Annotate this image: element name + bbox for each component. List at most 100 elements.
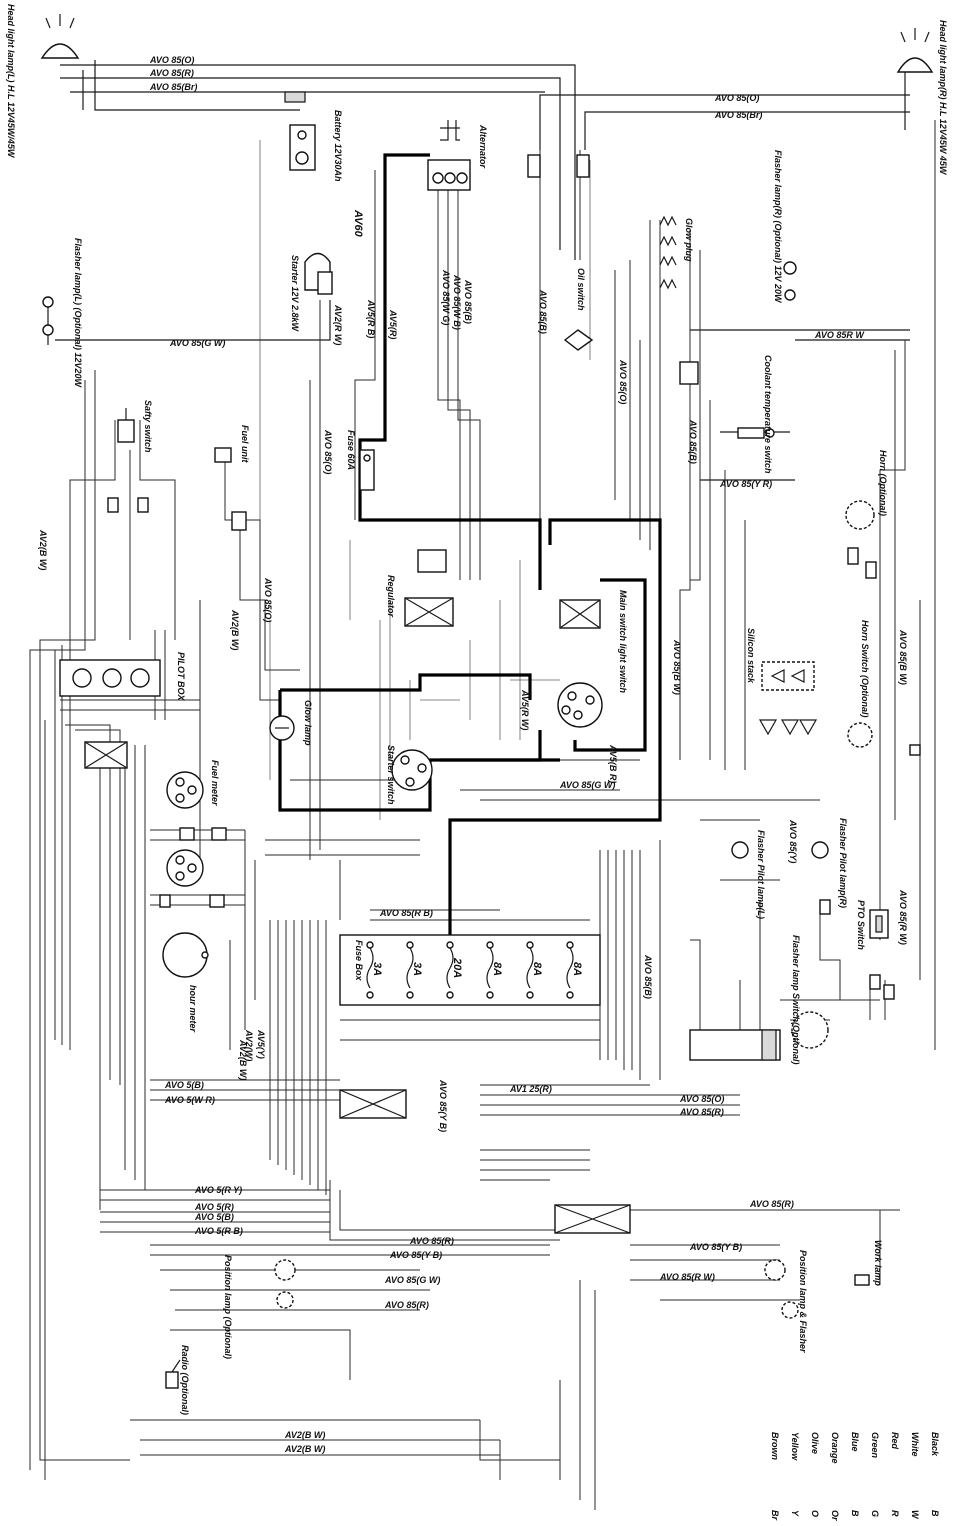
main-switch-icon <box>559 599 601 629</box>
wire-label: AVO 85(Br) <box>149 82 197 92</box>
flasher-pilot-right-label: Flasher Pilot lamp(R) <box>838 818 848 908</box>
wire-label: AVO 85(Y R) <box>719 479 772 489</box>
position-lamp-left-icon <box>274 1259 296 1309</box>
wire-label: AVO 85(R) <box>149 68 194 78</box>
position-lamp-right-icon <box>764 1259 799 1319</box>
wire-labels-horizontal: AVO 85(O) AVO 85(R) AVO 85(Br) AVO 85(O)… <box>149 55 865 1454</box>
battery-icon <box>284 91 316 171</box>
wire-label: AVO 85(R B) <box>379 908 433 918</box>
silicon-stack-label: Silicon stack <box>746 628 756 684</box>
starter-switch-icon <box>391 749 433 791</box>
headlamp-right-label: Head light lamp(R) H.L 12V45W 45W <box>938 20 948 176</box>
glow-lamp-icon <box>269 715 295 741</box>
component-labels: Head light lamp(L) H.L 12V45W/45W Head l… <box>6 4 948 1415</box>
wire-label: AVO 85(G W) <box>384 1275 440 1285</box>
battery-label: Battery 12V30Ah <box>333 110 343 182</box>
pilot-box-icon <box>59 659 161 769</box>
starter-switch-label: Starter switch <box>386 745 396 805</box>
wire-label: AV2(W) <box>244 1029 254 1061</box>
wire-label: AVO 85(G W) <box>169 338 225 348</box>
legend-color-code: B <box>930 1510 940 1517</box>
wire-label: AVO 85(B) <box>538 289 548 334</box>
alternator-icon <box>427 120 471 191</box>
legend-color-code: G <box>870 1510 880 1517</box>
glow-plug-label: Glow plug <box>684 218 694 262</box>
wire-label: AV1 25(R) <box>509 1084 552 1094</box>
flasher-lamp-switch-icon <box>689 1011 829 1061</box>
radio-label: Radio (Optional) <box>180 1345 190 1415</box>
headlamp-left-label: Head light lamp(L) H.L 12V45W/45W <box>6 4 16 159</box>
legend-color-name: Brown <box>770 1432 780 1461</box>
fuse-rating: 8A <box>531 962 543 976</box>
main-switch-label: Main switch light switch <box>618 590 628 694</box>
glow-plug-icon <box>659 215 677 290</box>
fuel-unit-icon <box>214 447 247 531</box>
color-legend: Black B White W Red R Green G Blue B Ora… <box>770 1432 940 1521</box>
horn-switch-icon <box>847 722 873 748</box>
fuse-box-icon <box>339 934 601 1006</box>
wire-label: AVO 5(R Y) <box>194 1185 242 1195</box>
wire-label: AVO 85(W G) <box>441 269 451 325</box>
position-lamp-right-label: Position lamp & Flasher <box>798 1250 808 1353</box>
fuse-rating: 20A <box>451 957 463 978</box>
fuse-rating: 8A <box>491 962 503 976</box>
wire-label: AVO 85(O) <box>263 577 273 622</box>
fuel-meter-label: Fuel meter <box>210 760 220 806</box>
work-lamp-label: Work lamp <box>873 1240 883 1286</box>
legend-color-name: Green <box>870 1432 880 1459</box>
wire-label: AV5(R B) <box>366 299 376 338</box>
wire-label: AVO 5(R) <box>194 1202 234 1212</box>
regulator-icon <box>404 549 454 627</box>
legend-color-code: R <box>890 1510 900 1517</box>
flasher-lamp-right-icon <box>783 261 797 301</box>
pilot-box-label: PILOT BOX <box>176 652 186 701</box>
coolant-switch-icon <box>679 361 775 439</box>
coolant-switch-label: Coolant temperature switch <box>763 355 773 474</box>
flasher-right-label: Flasher lamp(R) (Optional) 12V 20W <box>773 150 783 304</box>
legend-color-name: Red <box>890 1432 900 1450</box>
wire-label: AV5(R W) <box>520 689 530 730</box>
pto-switch-label: PTO Switch <box>856 900 866 950</box>
legend-color-name: Blue <box>850 1432 860 1452</box>
wire-label: AVO 85(B) <box>463 279 473 324</box>
wire-label: AV60 <box>352 209 364 238</box>
wire-label: AVO 85(R) <box>679 1107 724 1117</box>
wire-label: AVO 85(Y B) <box>389 1250 442 1260</box>
position-lamp-left-label: Position lamp (Optional) <box>223 1255 233 1359</box>
wire-label: AVO 85(O) <box>618 359 628 404</box>
radio-icon <box>165 1359 181 1389</box>
legend-color-name: Black <box>930 1432 940 1457</box>
flasher-lamp-left-icon <box>42 296 54 336</box>
legend-color-code: B <box>850 1510 860 1517</box>
fuse-60a-icon <box>359 449 375 491</box>
wire-label: AVO 85(B W) <box>898 629 908 685</box>
wire-label: AVO 85(B W) <box>672 639 682 695</box>
wire-label: AVO 5(B) <box>194 1212 234 1222</box>
wire-label: AV2(B W) <box>238 1039 248 1080</box>
horn-switch-label: Horn Switch (Optional) <box>860 620 870 718</box>
legend-color-name: Yellow <box>790 1432 800 1461</box>
horn-label: Horn (Optional) <box>878 450 888 516</box>
horn-icon <box>845 500 875 530</box>
wire-label: AVO 85(R W) <box>898 889 908 945</box>
wire-label: AVO 85(R) <box>409 1236 454 1246</box>
silicon-stack-icon <box>758 661 818 736</box>
hour-meter-icon <box>162 932 209 978</box>
wire-label: AVO 5(B) <box>164 1080 204 1090</box>
legend-color-code: O <box>810 1510 820 1517</box>
oil-switch-label: Oil switch <box>576 268 586 311</box>
safety-switch-icon <box>117 408 135 443</box>
wire-label: AVO 85(W B) <box>452 274 462 330</box>
headlamp-left-icon <box>40 14 80 59</box>
hour-meter-label: hour meter <box>188 985 198 1033</box>
fuse-rating: 3A <box>411 962 423 976</box>
starter-icon <box>304 252 333 295</box>
safety-switch-label: Safty switch <box>143 400 153 453</box>
wire-label: AVO 85(Y) <box>788 819 798 863</box>
wire-label: AV2(B W) <box>284 1430 325 1440</box>
regulator-label: Regulator <box>386 575 396 618</box>
wire-label: AV2(B W) <box>230 609 240 650</box>
wire-label: AV2(B W) <box>284 1444 325 1454</box>
legend-color-name: Olive <box>810 1432 820 1454</box>
wire-label: AVO 85(R W) <box>659 1272 715 1282</box>
